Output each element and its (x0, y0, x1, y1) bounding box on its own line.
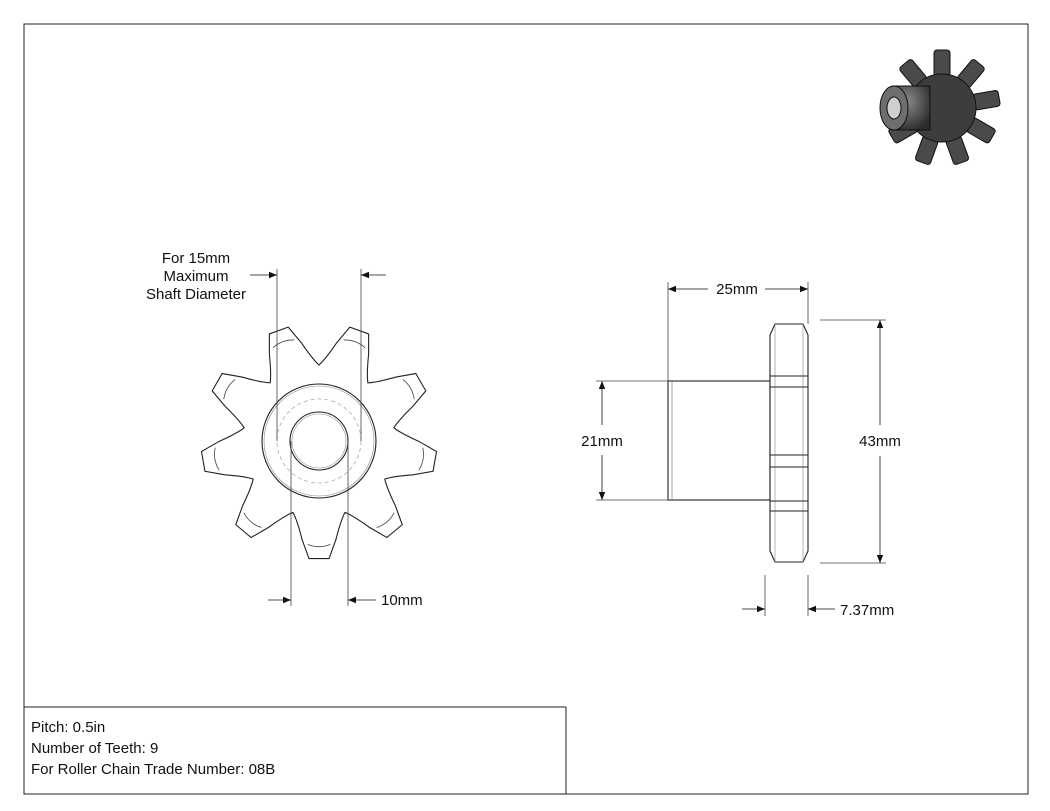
teeth-note: Number of Teeth: 9 (31, 740, 159, 757)
spec-notes: Pitch: 0.5in Number of Teeth: 9 For Roll… (31, 717, 275, 780)
hub-profile (667, 380, 771, 501)
hub-diameter-dimension: 21mm (581, 433, 623, 450)
chain-note: For Roller Chain Trade Number: 08B (31, 761, 276, 778)
tooth-width-dimension: 7.37mm (840, 602, 894, 619)
hub-inner-circle (263, 385, 375, 497)
tooth-chamfer (307, 544, 331, 548)
outer-diameter-dimension: 43mm (859, 433, 901, 450)
tooth-chamfer (272, 339, 295, 349)
tooth-chamfer (243, 512, 262, 528)
tooth-plate-profile (769, 323, 809, 563)
sprocket-outline (200, 326, 438, 560)
sprocket-side-view: 25mm 21mm 43mm 7.37mm (581, 281, 901, 619)
tooth-chamfer (214, 447, 220, 471)
drawing-border (23, 23, 1029, 795)
tooth-chamfer (376, 512, 395, 528)
tooth-chamfer (402, 379, 415, 400)
bore-inner-circle (291, 413, 347, 469)
hub-circle (261, 383, 377, 499)
sprocket-3d-icon (879, 49, 1001, 165)
tooth-chamfer (223, 379, 236, 400)
tooth-tips (214, 339, 424, 548)
tooth-chamfer (418, 447, 424, 471)
length-dimension: 25mm (716, 281, 758, 298)
bore-circle (289, 411, 349, 471)
sprocket-front-view: For 15mm Maximum Shaft Diameter 10mm (146, 250, 438, 609)
thumbnail-tooth (933, 49, 951, 77)
shaft-note-line-3: Shaft Diameter (146, 286, 246, 303)
tooth-chamfer (343, 339, 366, 349)
pitch-note: Pitch: 0.5in (31, 719, 106, 736)
shaft-note-line-1: For 15mm (162, 250, 230, 267)
bore-dimension: 10mm (381, 592, 423, 609)
shaft-note-line-2: Maximum (163, 268, 228, 285)
